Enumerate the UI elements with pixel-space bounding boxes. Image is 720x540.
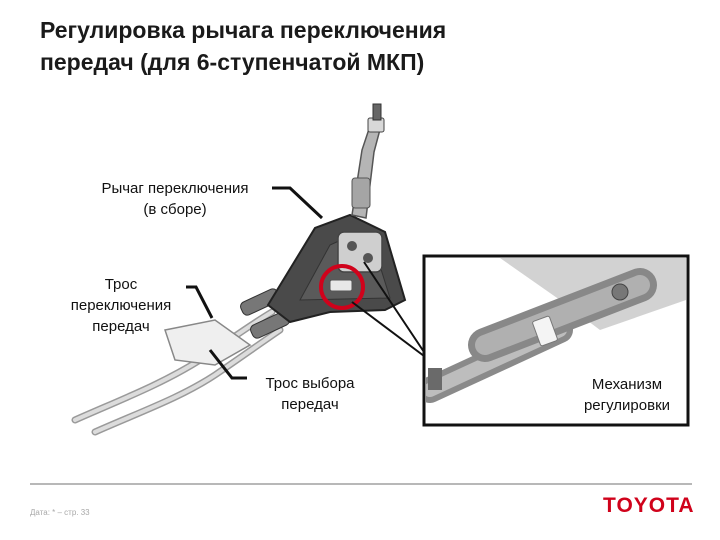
mechanism-label-line-1: Механизм	[591, 376, 663, 393]
shift-cable-label-line-2: переключения	[70, 297, 172, 314]
toyota-logo: TOYOTA	[603, 494, 695, 517]
highlight-circle	[319, 264, 365, 310]
slide-title: Регулировка рычага переключения передач …	[40, 14, 640, 78]
slide-title-line-1: Регулировка рычага переключения	[40, 17, 447, 43]
shift-cable-label-line-1: Трос	[104, 276, 138, 293]
shift-cable-leader-line	[186, 285, 214, 319]
select-cable-leader-line	[208, 349, 247, 380]
lever-label-line-2: (в сборе)	[143, 201, 207, 218]
select-cable-label: Трос выбора передач	[250, 373, 370, 415]
inset-connector-top	[363, 261, 425, 353]
footer-page-info: Дата: * – стр. 33	[30, 508, 90, 517]
lever-leader-line	[272, 186, 324, 220]
mechanism-label-line-2: регулировки	[583, 397, 671, 414]
slide-title-line-2: передач (для 6-ступенчатой МКП)	[40, 49, 425, 75]
inset-connector-bottom	[351, 301, 425, 357]
select-cable-label-line-2: передач	[281, 396, 339, 413]
footer-divider	[30, 483, 692, 485]
shift-cable-label-line-3: передач	[92, 318, 150, 335]
lever-label-line-1: Рычаг переключения	[101, 180, 249, 197]
cable-bracket	[164, 319, 252, 366]
lever-assembly-label: Рычаг переключения (в сборе)	[80, 178, 270, 220]
shift-cable-label: Трос переключения передач	[60, 274, 182, 337]
adjustment-mechanism-label: Механизм регулировки	[568, 374, 686, 416]
select-cable-label-line-1: Трос выбора	[265, 375, 355, 392]
